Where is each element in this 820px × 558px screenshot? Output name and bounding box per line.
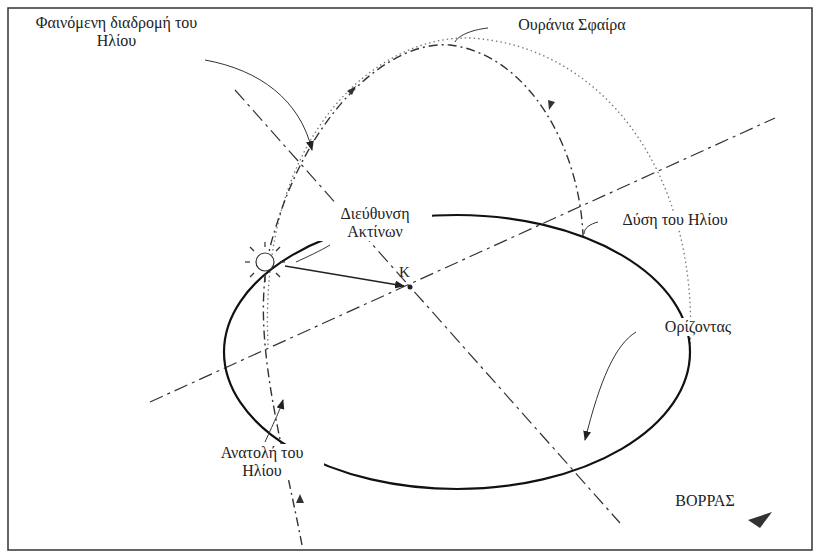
path-arrowhead <box>548 100 555 110</box>
leader-line <box>205 60 312 150</box>
leader-line <box>584 222 598 234</box>
ray-arrow <box>285 266 404 286</box>
center-point <box>408 285 413 290</box>
path-arrowhead <box>296 494 304 503</box>
sunset-label: Δύση του Ηλίου <box>598 211 752 229</box>
leader-line <box>265 400 283 442</box>
leader-line <box>455 28 488 42</box>
horizon-label: Ορίζοντας <box>636 318 760 336</box>
celestial-sphere <box>267 38 690 352</box>
frame <box>8 8 812 550</box>
sunrise-label: Ανατολή του Ηλίου <box>200 444 324 480</box>
leader-line <box>585 332 636 440</box>
center-label: Κ <box>397 263 412 281</box>
north-label: ΒΟΡΡΑΣ <box>648 492 762 510</box>
ray-label: Διεύθυνση Ακτίνων <box>318 205 432 241</box>
path-label: Φαινόμενη διαδρομή του Ηλίου <box>22 14 211 50</box>
north-arrow <box>748 512 772 528</box>
axis-line <box>150 118 775 402</box>
path-arrowhead <box>347 86 356 95</box>
sun-symbol <box>245 242 285 282</box>
leader-line <box>296 245 330 262</box>
sphere-label: Ουράνια Σφαίρα <box>490 16 654 34</box>
